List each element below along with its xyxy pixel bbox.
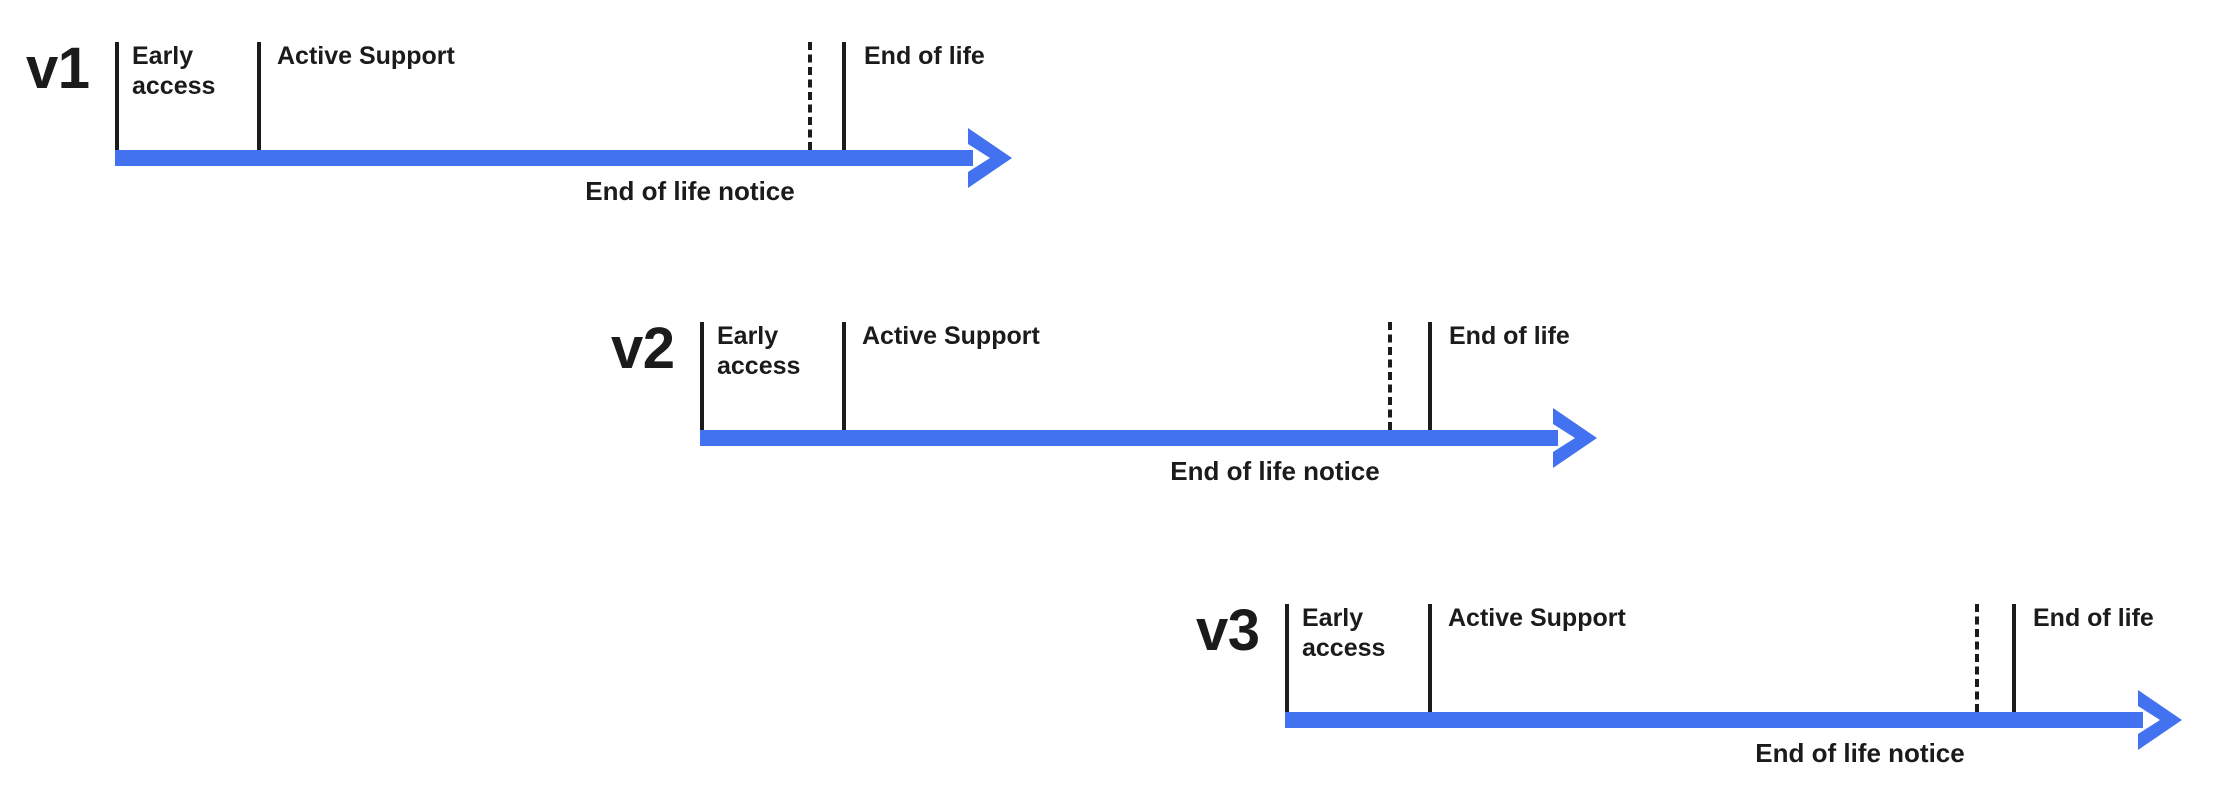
end-of-life-notice-marker-v2 xyxy=(1388,322,1392,430)
phase-label-end-of-life-v2: End of life xyxy=(1449,322,1570,350)
end-of-life-tick-v3 xyxy=(2012,604,2016,712)
arrow-head-icon-v2 xyxy=(1547,408,1603,468)
phase-label-end-of-life-v1: End of life xyxy=(864,42,985,70)
phase-start-tick-v2 xyxy=(700,322,704,430)
arrow-head-icon-v1 xyxy=(962,128,1018,188)
end-of-life-notice-marker-v3 xyxy=(1975,604,1979,712)
version-label-v3: v3 xyxy=(1196,598,1260,663)
arrow-head-icon-v3 xyxy=(2132,690,2188,750)
phase-label-early-access-v3: Early access xyxy=(1302,604,1386,662)
end-of-life-notice-label-v2: End of life notice xyxy=(1170,456,1380,486)
end-of-life-notice-marker-v1 xyxy=(808,42,812,150)
phase-divider-tick-v1 xyxy=(257,42,261,150)
lifecycle-bar-v1 xyxy=(115,150,973,166)
version-label-v1: v1 xyxy=(26,36,90,101)
phase-label-active-support-v1: Active Support xyxy=(277,42,455,70)
timeline-row-v2: v2 Early access Active Support End of li… xyxy=(0,280,2228,510)
phase-divider-tick-v2 xyxy=(842,322,846,430)
end-of-life-notice-label-v1: End of life notice xyxy=(585,176,795,206)
phase-label-active-support-v3: Active Support xyxy=(1448,604,1626,632)
version-label-v2: v2 xyxy=(611,316,675,381)
end-of-life-notice-label-v3: End of life notice xyxy=(1755,738,1965,768)
lifecycle-bar-v3 xyxy=(1285,712,2143,728)
timeline-row-v3: v3 Early access Active Support End of li… xyxy=(0,562,2228,792)
phase-label-active-support-v2: Active Support xyxy=(862,322,1040,350)
phase-start-tick-v3 xyxy=(1285,604,1289,712)
phase-start-tick-v1 xyxy=(115,42,119,150)
phase-label-early-access-v1: Early access xyxy=(132,42,216,100)
end-of-life-tick-v1 xyxy=(842,42,846,150)
phase-label-early-access-v2: Early access xyxy=(717,322,801,380)
end-of-life-tick-v2 xyxy=(1428,322,1432,430)
phase-label-end-of-life-v3: End of life xyxy=(2033,604,2154,632)
lifecycle-bar-v2 xyxy=(700,430,1558,446)
phase-divider-tick-v3 xyxy=(1428,604,1432,712)
timeline-row-v1: v1 Early access Active Support End of li… xyxy=(0,0,2228,230)
